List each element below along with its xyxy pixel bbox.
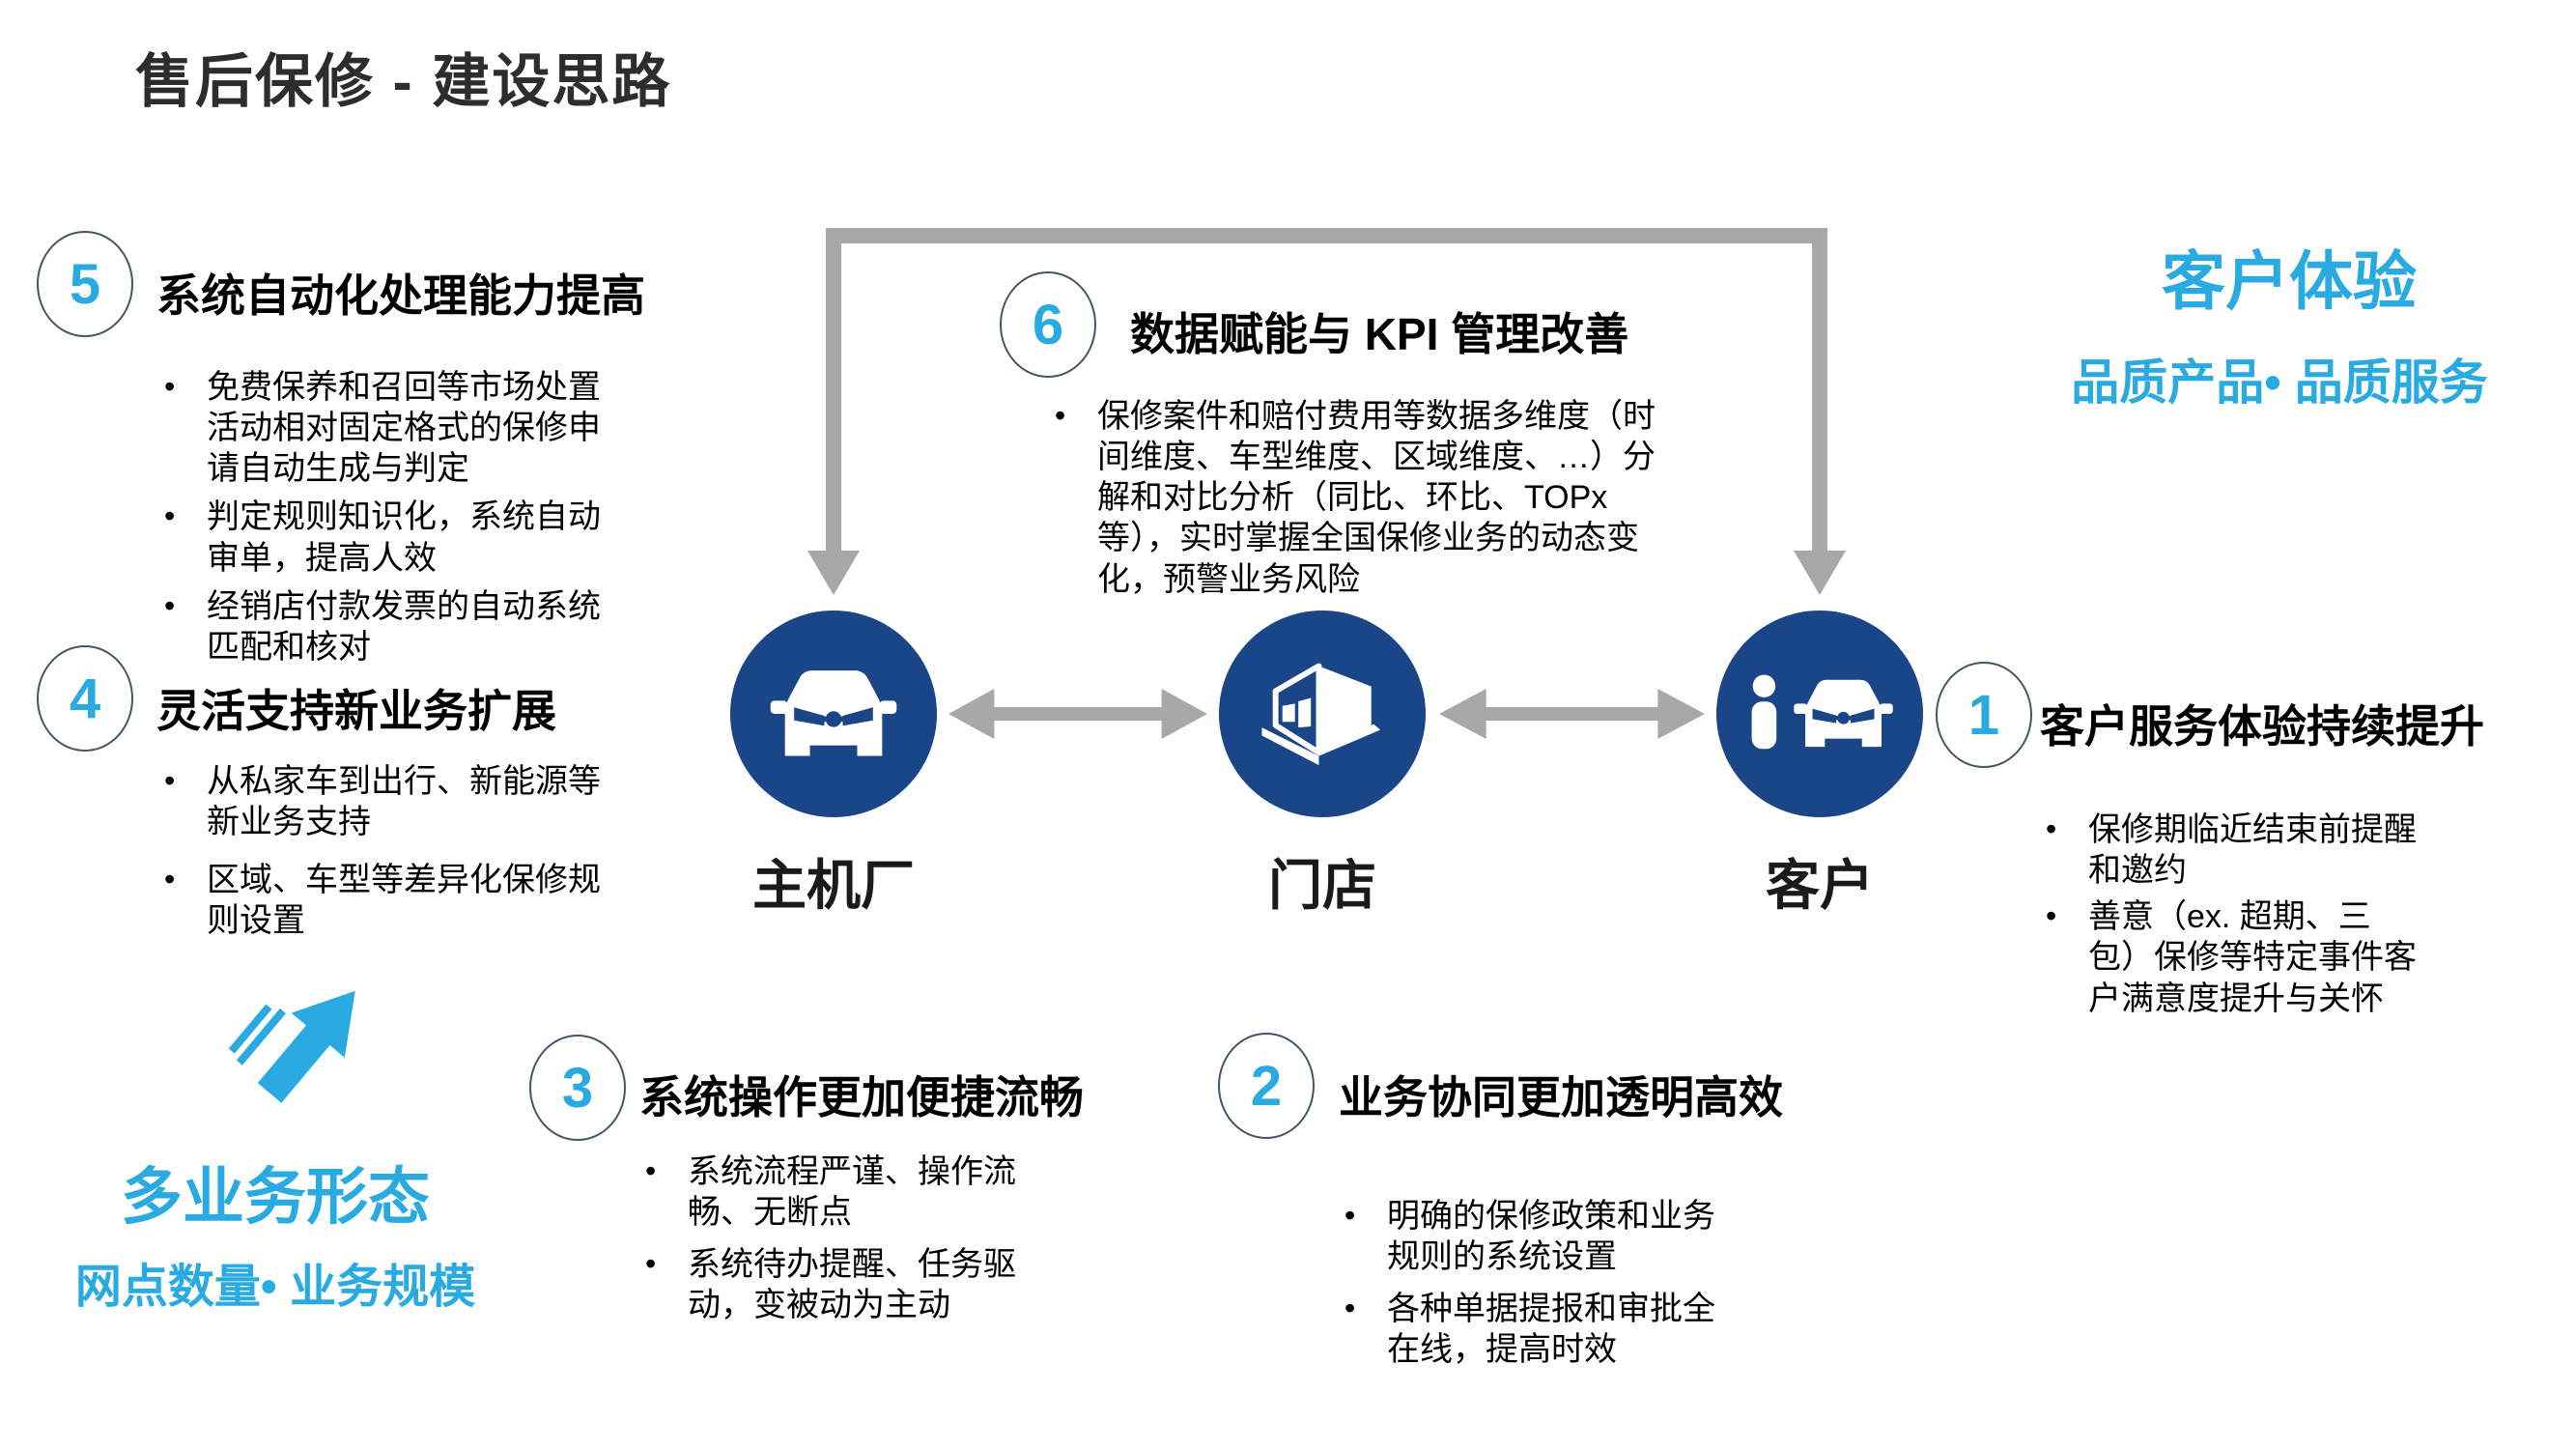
bullet-item: • 系统待办提醒、任务驱 动，变被动为主动 [645,1244,1109,1325]
node-label-store: 门店 [1268,855,1376,916]
bullet-text: 系统待办提醒、任务驱 动，变被动为主动 [688,1246,1016,1324]
person-car-icon [1751,674,1893,750]
bullet-text: 判定规则知识化，系统自动 审单，提高人效 [207,498,601,577]
bullet-dot: • [164,587,176,623]
bullet-dot: • [1345,1198,1356,1233]
bullet-dot: • [164,369,176,404]
multi-business-subtitle: 网点数量• 业务规模 [74,1262,476,1313]
section-4-number: 4 [69,667,101,730]
bullet-item: • 从私家车到出行、新能源等 新业务支持 [164,761,686,842]
bridge-arrow-horizontal [826,228,1827,243]
section-1-number: 1 [1967,683,2000,747]
bullet-text: 保修期临近结束前提醒 和邀约 [2088,811,2417,890]
bridge-arrow-left-vertical [826,228,841,553]
bullet-dot: • [164,763,176,798]
section-3-number: 3 [561,1056,594,1120]
section-3-heading: 系统操作更加便捷流畅 [639,1072,1084,1122]
bullet-dot: • [2046,811,2057,846]
car-front-icon [770,670,897,756]
bullet-text: 免费保养和召回等市场处置 活动相对固定格式的保修申 请自动生成与判定 [207,369,601,488]
bullet-item: • 免费保养和召回等市场处置 活动相对固定格式的保修申 请自动生成与判定 [164,367,686,489]
section-4-number-badge: 4 [37,645,133,752]
bullet-text: 善意（ex. 超期、三 包）保修等特定事件客 户满意度提升与关怀 [2088,898,2417,1017]
bullet-dot: • [164,498,176,534]
bullet-text: 经销店付款发票的自动系统 匹配和核对 [207,587,601,666]
node-store [1219,611,1426,817]
bullet-item: • 系统流程严谨、操作流 畅、无断点 [645,1151,1109,1233]
multi-business-title: 多业务形态 [121,1162,430,1232]
double-arrow-oem-store-icon [948,689,1207,739]
bullet-text: 系统流程严谨、操作流 畅、无断点 [688,1153,1016,1232]
section-6-heading: 数据赋能与 KPI 管理改善 [1130,309,1629,359]
bullet-dot: • [2046,898,2057,934]
section-3-number-badge: 3 [529,1035,626,1141]
section-4-heading: 灵活支持新业务扩展 [156,686,556,736]
section-2-bullet-list: • 明确的保修政策和业务 规则的系统设置 • 各种单据提报和审批全 在线，提高时… [1345,1196,1808,1371]
section-1-heading: 客户服务体验持续提升 [2040,701,2484,752]
section-1-bullet-list: • 保修期临近结束前提醒 和邀约 • 善意（ex. 超期、三 包）保修等特定事件… [2046,810,2548,1019]
customer-experience-title: 客户体验 [2162,245,2417,317]
storefront-icon [1261,663,1381,766]
node-oem [730,611,937,817]
bullet-item: • 区域、车型等差异化保修规 则设置 [164,860,686,941]
bullet-text: 明确的保修政策和业务 规则的系统设置 [1387,1198,1715,1276]
section-3-bullet-list: • 系统流程严谨、操作流 畅、无断点 • 系统待办提醒、任务驱 动，变被动为主动 [645,1151,1109,1326]
bridge-arrow-right-vertical [1812,228,1827,553]
section-1-number-badge: 1 [1936,662,2032,768]
node-customer [1716,611,1923,817]
section-5-number-badge: 5 [37,231,133,337]
growth-arrow-icon [228,990,355,1103]
bridge-arrowhead-right-icon [1794,551,1846,595]
bullet-dot: • [645,1246,657,1282]
bullet-item: • 经销店付款发票的自动系统 匹配和核对 [164,586,686,668]
bullet-item: • 各种单据提报和审批全 在线，提高时效 [1345,1289,1808,1370]
customer-experience-subtitle: 品质产品• 品质服务 [2071,355,2488,410]
bullet-item: • 善意（ex. 超期、三 包）保修等特定事件客 户满意度提升与关怀 [2046,896,2548,1018]
bullet-dot: • [1345,1291,1356,1326]
double-arrow-store-customer-icon [1439,689,1705,739]
section-6-number-badge: 6 [1000,271,1096,378]
section-2-number: 2 [1250,1054,1283,1118]
bullet-item: • 保修案件和赔付费用等数据多维度（时 间维度、车型维度、区域维度、…）分 解和… [1055,396,1731,600]
section-4-bullet-list: • 从私家车到出行、新能源等 新业务支持 • 区域、车型等差异化保修规 则设置 [164,761,686,942]
page-title: 售后保修 - 建设思路 [135,49,672,114]
bullet-text: 各种单据提报和审批全 在线，提高时效 [1387,1291,1715,1369]
bullet-text: 保修案件和赔付费用等数据多维度（时 间维度、车型维度、区域维度、…）分 解和对比… [1097,398,1656,598]
bullet-item: • 明确的保修政策和业务 规则的系统设置 [1345,1196,1808,1277]
bullet-item: • 判定规则知识化，系统自动 审单，提高人效 [164,497,686,578]
section-6-bullet-list: • 保修案件和赔付费用等数据多维度（时 间维度、车型维度、区域维度、…）分 解和… [1055,396,1731,600]
node-label-oem: 主机厂 [752,855,915,916]
bullet-dot: • [645,1153,657,1188]
node-label-customer: 客户 [1766,855,1874,916]
section-6-number: 6 [1032,293,1064,356]
section-5-heading: 系统自动化处理能力提高 [156,270,645,321]
section-5-bullet-list: • 免费保养和召回等市场处置 活动相对固定格式的保修申 请自动生成与判定 • 判… [164,367,686,668]
bullet-dot: • [164,862,176,897]
bullet-item: • 保修期临近结束前提醒 和邀约 [2046,810,2548,891]
bullet-text: 从私家车到出行、新能源等 新业务支持 [207,763,601,841]
section-5-number: 5 [69,252,101,316]
section-2-number-badge: 2 [1218,1033,1315,1139]
bullet-dot: • [1055,398,1066,433]
bridge-arrowhead-left-icon [807,551,860,595]
bullet-text: 区域、车型等差异化保修规 则设置 [207,862,601,940]
section-2-heading: 业务协同更加透明高效 [1339,1072,1783,1122]
